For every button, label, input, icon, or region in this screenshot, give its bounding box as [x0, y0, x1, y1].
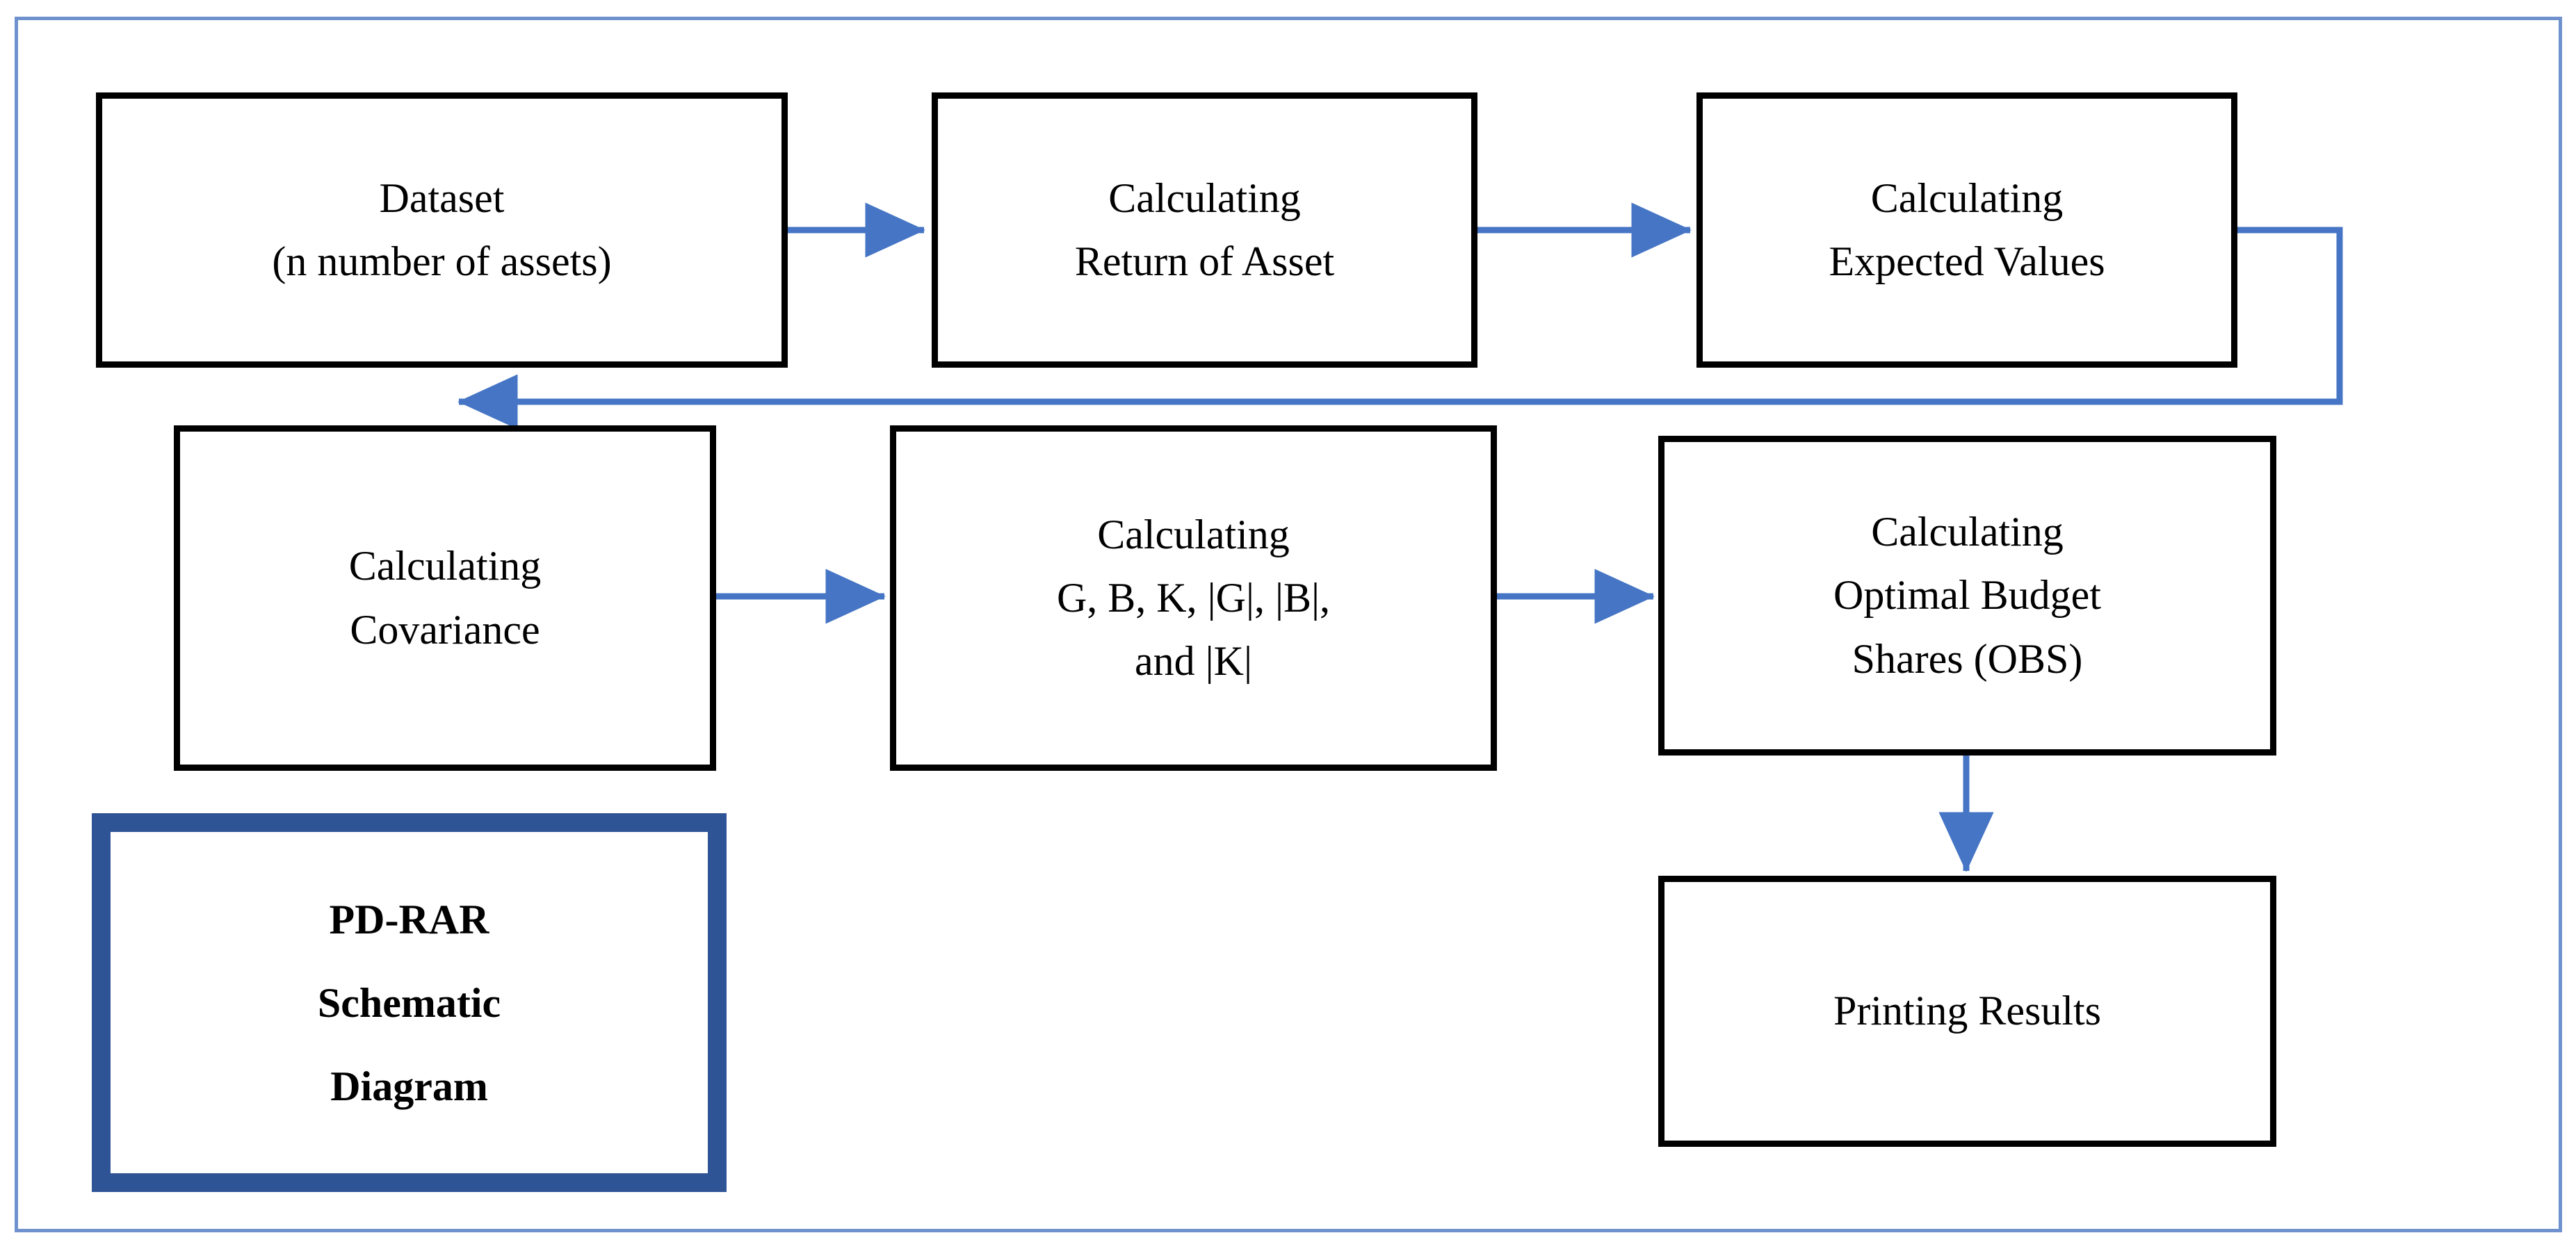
- node-optimal-budget-shares-line-2: Optimal Budget: [1833, 572, 2101, 619]
- node-gbk-line-3: and |K|: [1135, 638, 1252, 685]
- title-line-3: Diagram: [330, 1063, 488, 1109]
- title-line-1: PD-RAR: [329, 896, 489, 942]
- node-dataset-line-2: (n number of assets): [272, 238, 612, 284]
- node-gbk[interactable]: Calculating G, B, K, |G|, |B|, and |K|: [890, 425, 1497, 771]
- node-dataset[interactable]: Dataset (n number of assets): [96, 92, 788, 368]
- title-line-2: Schematic: [317, 979, 501, 1026]
- node-expected-values-line-1: Calculating: [1870, 174, 2064, 221]
- node-covariance-line-2: Covariance: [350, 606, 540, 653]
- node-dataset-line-1: Dataset: [379, 174, 505, 221]
- node-covariance[interactable]: Calculating Covariance: [174, 425, 716, 771]
- node-gbk-line-2: G, B, K, |G|, |B|,: [1056, 574, 1331, 621]
- title-legend-box[interactable]: PD-RAR Schematic Diagram: [92, 813, 727, 1192]
- node-return-of-asset-line-1: Calculating: [1108, 174, 1301, 221]
- node-printing-results[interactable]: Printing Results: [1658, 876, 2276, 1147]
- node-optimal-budget-shares-line-1: Calculating: [1871, 509, 2064, 555]
- node-return-of-asset[interactable]: Calculating Return of Asset: [932, 92, 1477, 368]
- outer-frame-border: [15, 17, 2562, 1232]
- node-expected-values[interactable]: Calculating Expected Values: [1696, 92, 2237, 368]
- node-optimal-budget-shares-line-3: Shares (OBS): [1852, 635, 2083, 682]
- node-expected-values-line-2: Expected Values: [1829, 238, 2105, 284]
- node-gbk-line-1: Calculating: [1097, 511, 1290, 557]
- node-optimal-budget-shares[interactable]: Calculating Optimal Budget Shares (OBS): [1658, 436, 2276, 756]
- node-covariance-line-1: Calculating: [348, 543, 542, 589]
- node-printing-results-line-1: Printing Results: [1833, 988, 2102, 1034]
- node-return-of-asset-line-2: Return of Asset: [1074, 238, 1335, 284]
